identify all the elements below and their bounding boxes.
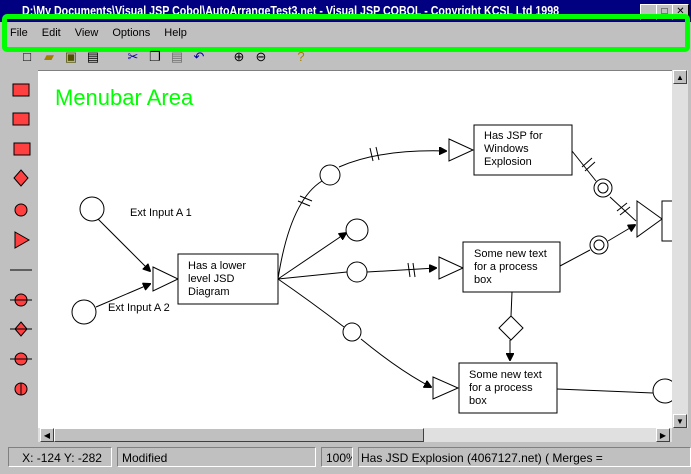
window-title: D:\My Documents\Visual JSP Cobol\AutoArr… (22, 3, 560, 18)
paste-icon[interactable]: ▤ (170, 49, 184, 64)
title-bar: D:\My Documents\Visual JSP Cobol\AutoArr… (0, 0, 636, 22)
menu-view[interactable]: View (74, 27, 99, 39)
connector-node[interactable] (319, 164, 341, 186)
status-info: Has JSD Explosion (4067127.net) ( Merges… (358, 447, 691, 467)
data-store-tool[interactable] (12, 112, 30, 126)
status-coords: X: -124 Y: -282 (8, 447, 112, 467)
connector-node[interactable] (346, 261, 368, 283)
connector-node[interactable] (345, 218, 369, 242)
connector-node[interactable] (652, 378, 672, 404)
label-in1: Ext Input A 1 (130, 207, 192, 219)
process-box-jsp[interactable] (473, 124, 573, 176)
zoom-out-icon[interactable]: ⊖ (255, 49, 267, 64)
diamond-tool[interactable] (13, 169, 29, 187)
zoom-in-icon[interactable]: ⊕ (233, 49, 245, 64)
annotation-text: Menubar Area (55, 85, 194, 110)
status-zoom: 100% (321, 447, 353, 467)
triangle-node[interactable] (438, 256, 465, 280)
menu-edit[interactable]: Edit (41, 27, 61, 39)
scroll-right-button[interactable]: ▶ (656, 428, 670, 442)
maximize-button[interactable]: □ (656, 4, 673, 20)
toolbar: □ ▰ ▣ ▤ ✂ ❐ ▤ ↶ ⊕ ⊖ ? (16, 46, 312, 68)
process-box-2[interactable] (458, 362, 558, 414)
input-node-a1[interactable] (79, 196, 105, 222)
status-state: Modified (117, 447, 316, 467)
process-box-lower[interactable] (177, 253, 279, 305)
close-button[interactable]: ✕ (672, 4, 689, 20)
hatch-marks (297, 146, 631, 278)
input-node-a2[interactable] (71, 299, 97, 325)
scroll-up-button[interactable]: ▲ (673, 70, 687, 84)
label-in2: Ext Input A 2 (108, 302, 170, 314)
process-box-tool[interactable] (12, 83, 30, 97)
save-icon[interactable]: ▣ (64, 49, 78, 64)
triangle-node[interactable] (432, 376, 460, 400)
new-icon[interactable]: □ (23, 49, 31, 64)
triangle-node[interactable] (636, 200, 663, 238)
minimize-button[interactable]: _ (640, 4, 657, 20)
scroll-left-button[interactable]: ◀ (40, 428, 54, 442)
triangle-tool[interactable] (14, 231, 31, 249)
triangle-node[interactable] (152, 266, 180, 292)
circle-tool[interactable] (14, 203, 28, 217)
horizontal-scrollbar[interactable]: ◀ ▶ (38, 428, 672, 442)
vertical-scrollbar[interactable]: ▲ ▼ (672, 70, 688, 428)
diamond-node[interactable] (498, 315, 524, 341)
open-icon[interactable]: ▰ (44, 49, 54, 64)
process-box-partial[interactable] (661, 200, 672, 242)
cut-icon[interactable]: ✂ (127, 49, 139, 64)
connector-node[interactable] (342, 322, 362, 342)
triangle-node[interactable] (448, 138, 475, 162)
module-tool[interactable] (13, 142, 31, 156)
scroll-thumb[interactable] (54, 428, 424, 442)
menu-options[interactable]: Options (112, 27, 151, 39)
copy-icon[interactable]: ❐ (149, 49, 161, 64)
shape-palette (0, 70, 39, 440)
print-icon[interactable]: ▤ (86, 49, 100, 64)
diagram-canvas[interactable]: Menubar Area Ext Input A 1 Ext Input A 2… (38, 70, 672, 429)
menubar: File Edit View Options Help (4, 22, 684, 44)
help-icon[interactable]: ? (297, 49, 305, 64)
undo-icon[interactable]: ↶ (193, 49, 205, 64)
menu-help[interactable]: Help (164, 27, 187, 39)
menu-file[interactable]: File (10, 27, 28, 39)
scroll-down-button[interactable]: ▼ (673, 414, 687, 428)
process-box-1[interactable] (462, 241, 561, 293)
